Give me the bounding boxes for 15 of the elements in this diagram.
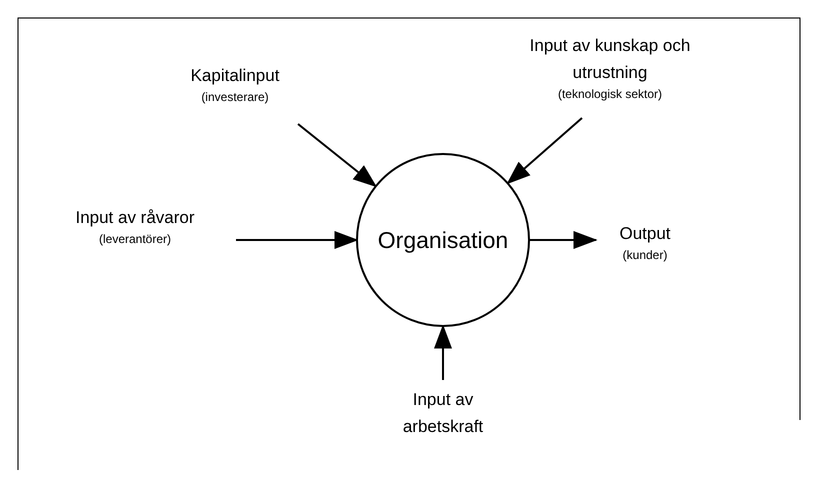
- source-label: (investerare): [201, 89, 269, 105]
- arrow: [434, 324, 452, 380]
- arrow: [236, 231, 358, 249]
- input-label: Output: [619, 223, 671, 245]
- input-label: Kapitalinput: [190, 65, 280, 87]
- source-label: (teknologisk sektor): [558, 86, 662, 102]
- input-label: Input av arbetskraft: [402, 389, 484, 438]
- source-label: (kunder): [622, 247, 668, 263]
- source-label: (leverantörer): [98, 231, 172, 247]
- input-label: Input av kunskap och utrustning: [528, 35, 692, 84]
- arrow: [529, 231, 598, 249]
- input-label: Input av råvaror: [75, 207, 195, 229]
- node-title: Organisation: [378, 226, 508, 255]
- arrow: [297, 123, 378, 188]
- arrow: [506, 117, 583, 184]
